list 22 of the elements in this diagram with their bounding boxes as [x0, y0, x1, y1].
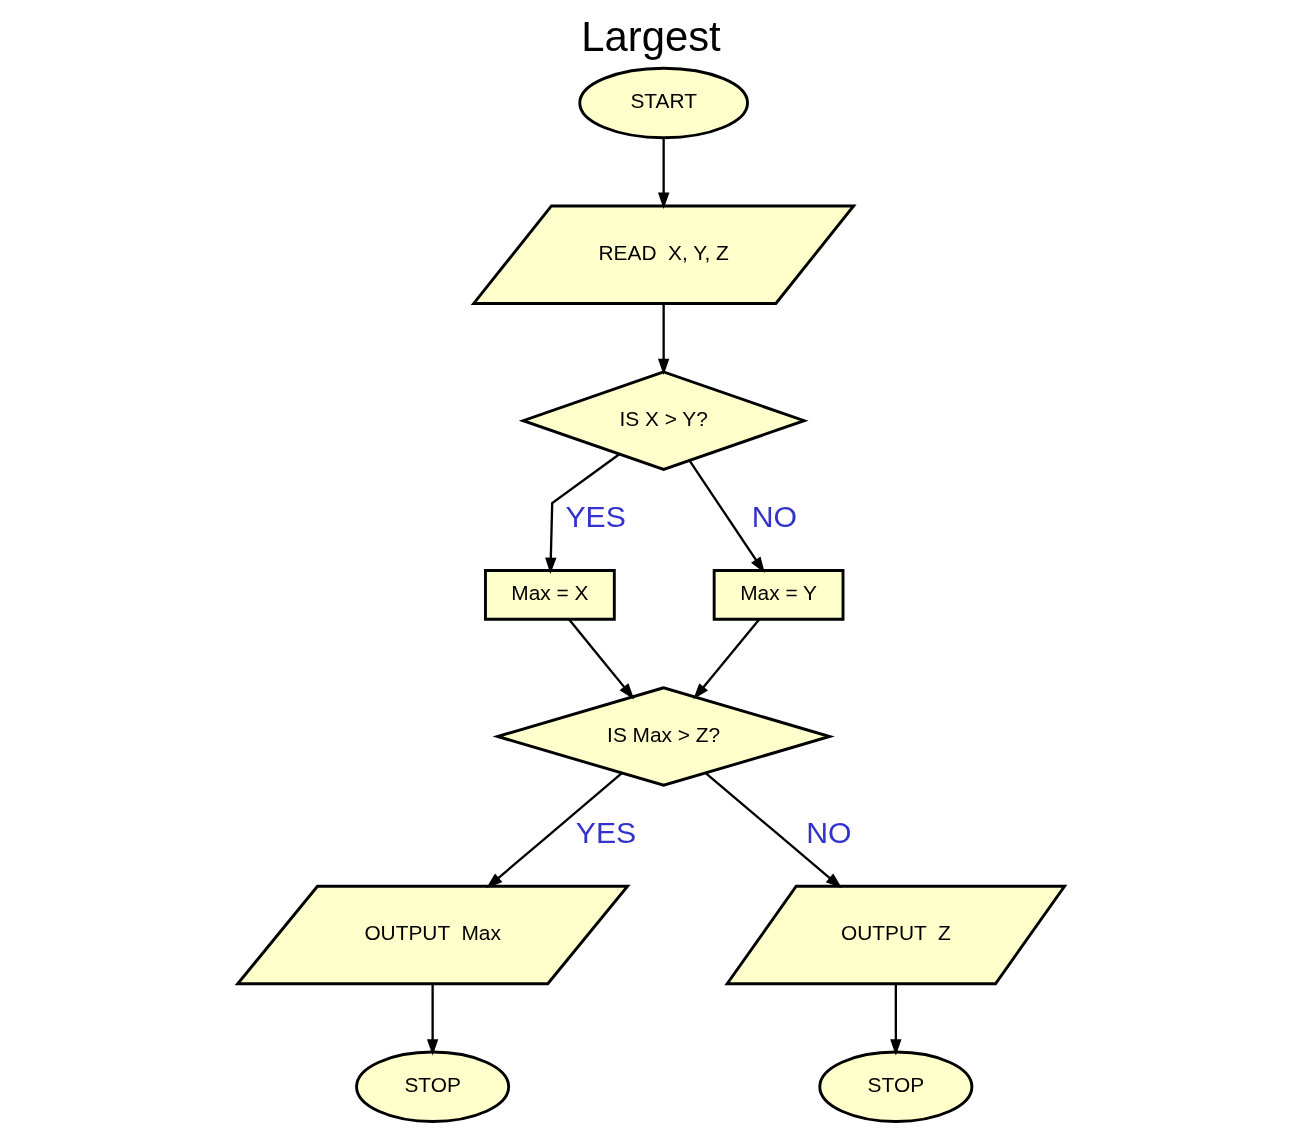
- arrow: [693, 618, 761, 700]
- diagram-title: Largest: [581, 12, 721, 60]
- arrow: [426, 983, 439, 1056]
- edge-label: NO: [751, 500, 798, 534]
- node-ellipse: START: [578, 66, 749, 140]
- arrow: [657, 303, 670, 375]
- arrow: [568, 618, 635, 700]
- arrow: [704, 772, 842, 889]
- node-ellipse: STOP: [355, 1050, 511, 1123]
- arrow: [657, 137, 670, 209]
- edge-label: YES: [565, 500, 626, 534]
- arrow: [486, 772, 623, 889]
- arrow: [688, 460, 765, 574]
- arrow: [890, 983, 902, 1056]
- arrow: [545, 453, 620, 574]
- edge-label: NO: [806, 816, 852, 850]
- node-box: Max = X: [484, 569, 616, 621]
- node-ellipse: STOP: [818, 1050, 974, 1123]
- node-diamond: IS X > Y?: [518, 370, 809, 471]
- node-diamond: IS Max > Z?: [492, 686, 835, 787]
- edge-label: YES: [575, 816, 637, 850]
- node-box: Max = Y: [712, 569, 845, 621]
